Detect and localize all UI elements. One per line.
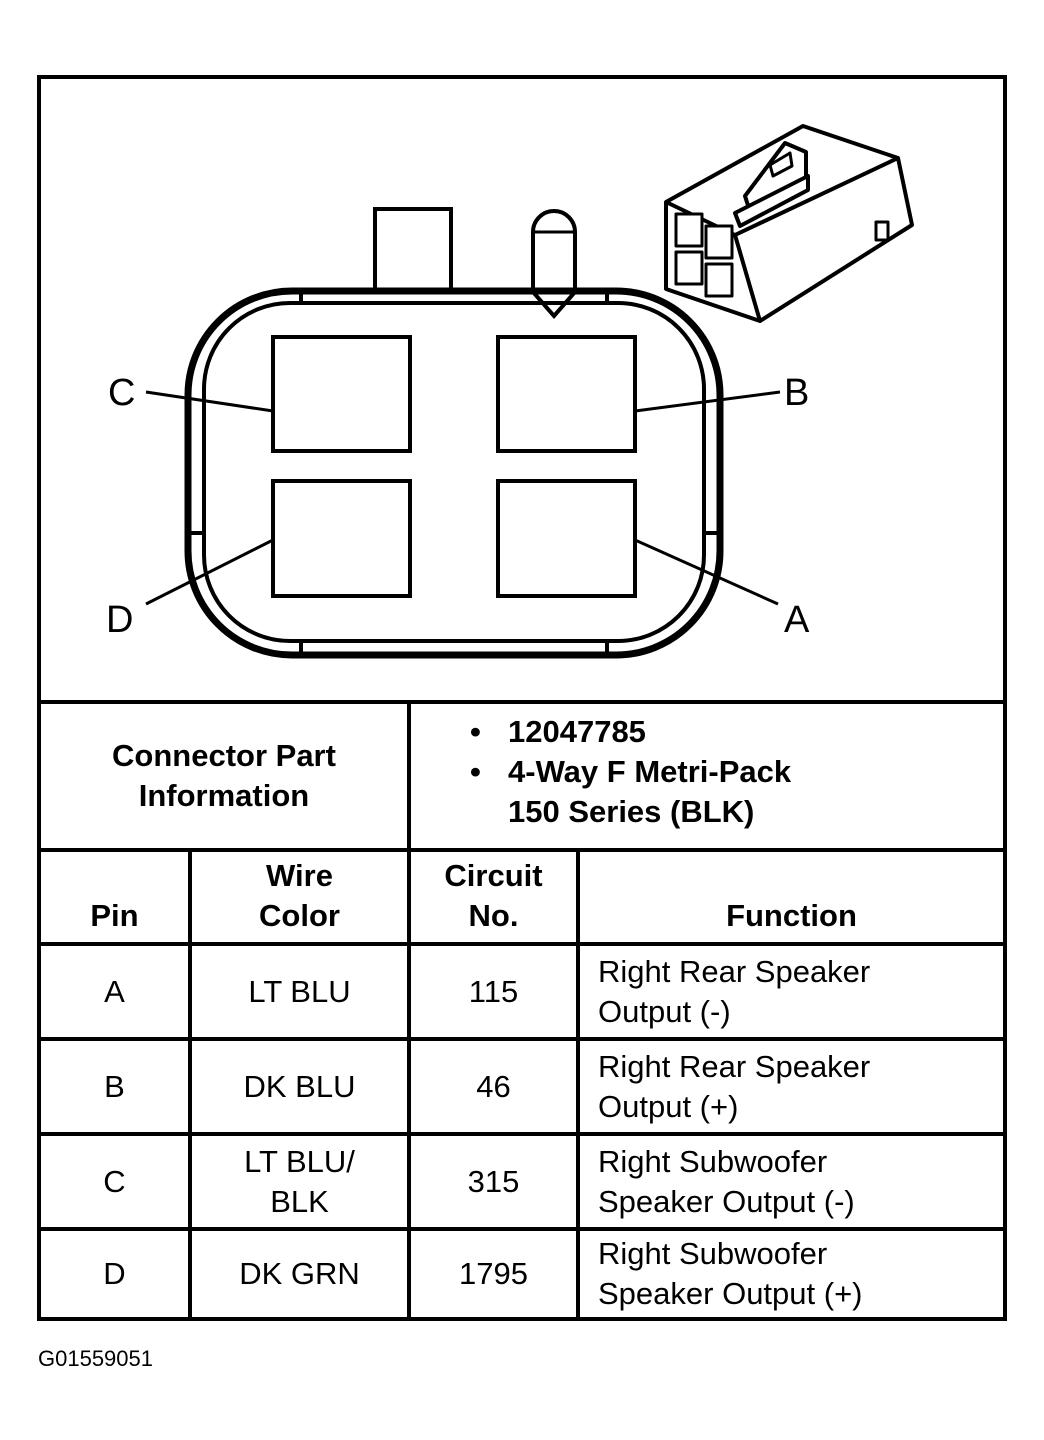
cavity-d [271, 479, 412, 598]
row-b-circuit: 46 [476, 1068, 511, 1104]
header-pin: Pin [90, 898, 139, 933]
row-d-circuit: 1795 [459, 1256, 528, 1291]
connector-isometric [664, 124, 914, 323]
row-d-pin: D [103, 1256, 126, 1291]
outer-frame [37, 75, 1007, 1321]
connector-series: 4-Way F Metri-Pack 150 Series (BLK) [508, 754, 792, 829]
pin-label-c: C [108, 372, 135, 414]
row-a-wire-color: LT BLU [248, 973, 351, 1009]
pin-label-a: A [784, 599, 810, 641]
leader-b [634, 390, 781, 413]
part-info-item: •12047785 [470, 712, 791, 752]
row-c-pin: C [103, 1163, 126, 1199]
row-b-wire-color: DK BLU [243, 1068, 356, 1104]
leader-d [145, 538, 274, 606]
part-info-list: •12047785 •4-Way F Metri-Pack 150 Series… [470, 712, 791, 832]
figure-id: G01559051 [38, 1346, 153, 1371]
row-a-circuit: 115 [468, 973, 519, 1009]
leader-c [145, 390, 274, 413]
row-b-pin: B [104, 1068, 125, 1104]
pin-label-d: D [106, 599, 133, 641]
row-a-pin: A [104, 973, 125, 1009]
pin-label-b: B [784, 372, 809, 414]
part-info-label: Connector Part Information [112, 738, 336, 813]
row-d-function: Right Subwoofer Speaker Output (+) [598, 1236, 863, 1311]
cavity-c [271, 335, 412, 453]
row-c-circuit: 315 [467, 1163, 520, 1199]
row-b-function: Right Rear Speaker Output (+) [598, 1048, 871, 1124]
pinout-table-grid [39, 702, 1005, 1319]
connector-face [145, 207, 781, 659]
header-wire-color: Wire Color [259, 858, 340, 933]
header-circuit-no: Circuit No. [444, 858, 543, 933]
cavity-b [496, 335, 637, 453]
row-c-function: Right Subwoofer Speaker Output (-) [598, 1143, 855, 1219]
cavity-a [496, 479, 637, 598]
header-function: Function [726, 898, 857, 933]
row-a-function: Right Rear Speaker Output (-) [598, 953, 871, 1029]
part-info-item: •4-Way F Metri-Pack 150 Series (BLK) [470, 752, 791, 832]
row-d-wire-color: DK GRN [239, 1256, 360, 1291]
part-number: 12047785 [508, 714, 646, 749]
row-c-wire-color: LT BLU/ BLK [244, 1143, 355, 1219]
leader-a [634, 538, 779, 606]
